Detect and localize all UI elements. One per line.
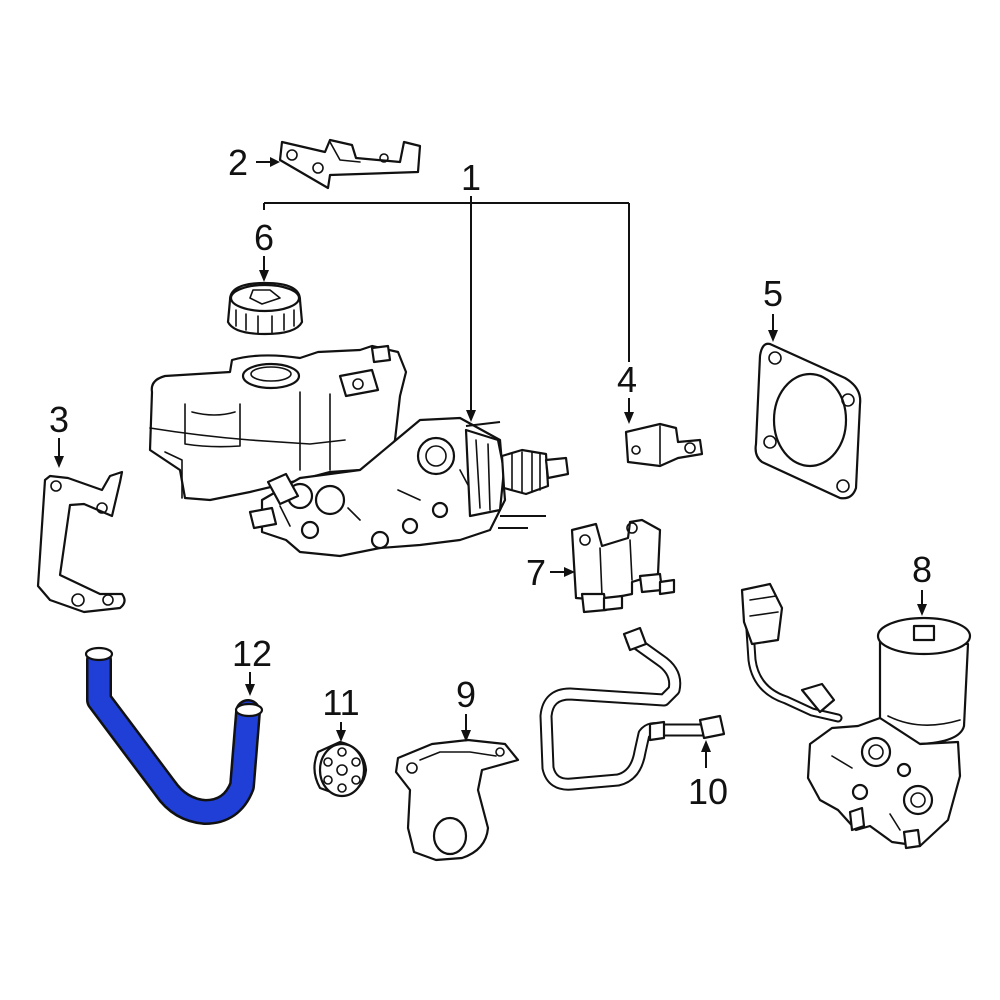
callout-2: 2 xyxy=(228,142,248,183)
part-9-bracket[interactable] xyxy=(394,738,520,862)
part-5-gasket[interactable] xyxy=(754,342,862,500)
callout-7: 7 xyxy=(526,552,546,593)
part-8-pump-motor-assembly[interactable] xyxy=(740,582,972,850)
callout-6: 6 xyxy=(254,217,274,258)
part-10-brake-tube[interactable] xyxy=(539,626,726,791)
callout-12: 12 xyxy=(232,633,272,674)
part-2-bracket[interactable] xyxy=(278,138,422,190)
part-7-bracket[interactable] xyxy=(570,518,676,614)
callout-4: 4 xyxy=(617,359,637,400)
callout-9: 9 xyxy=(456,674,476,715)
leader-lines xyxy=(54,157,927,768)
part-12-hose[interactable] xyxy=(84,646,264,825)
part-11-grommet[interactable] xyxy=(313,740,368,798)
part-3-bracket[interactable] xyxy=(36,470,126,614)
callout-1: 1 xyxy=(461,157,481,198)
part-4-connector[interactable] xyxy=(624,422,704,468)
callout-10: 10 xyxy=(688,771,728,812)
part-6-reservoir-cap[interactable] xyxy=(226,281,304,336)
callout-8: 8 xyxy=(912,549,932,590)
callout-5: 5 xyxy=(763,273,783,314)
part-1-master-cylinder-assembly[interactable] xyxy=(148,344,570,558)
callout-3: 3 xyxy=(49,399,69,440)
callout-11: 11 xyxy=(322,682,359,723)
